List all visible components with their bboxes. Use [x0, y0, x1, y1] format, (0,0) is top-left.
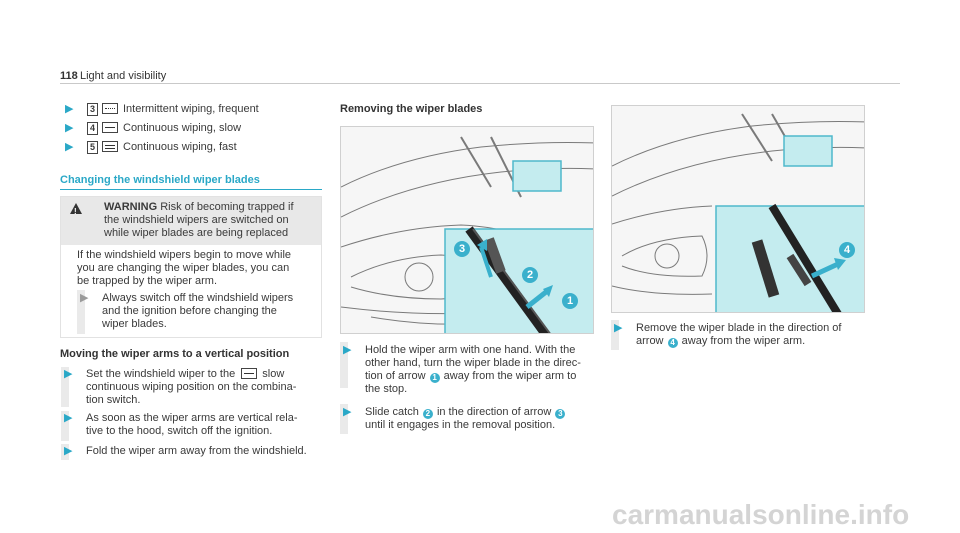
warning-box	[60, 196, 322, 338]
callout-1: 1	[561, 293, 579, 309]
step-arrow-icon: ▶	[614, 322, 623, 334]
step-text-pre: Set the windshield wiper to the	[86, 368, 236, 380]
continuous-slow-icon	[241, 368, 258, 379]
step-text: until it engages in the removal position…	[365, 419, 556, 431]
callout-4: 4	[838, 242, 856, 258]
step-arrow-icon: ▶	[64, 412, 73, 424]
section-title: Light and visibility	[80, 70, 167, 82]
list-item: ▶ Fold the wiper arm away from the winds…	[64, 445, 307, 458]
step-bar	[340, 342, 348, 388]
list-item: ▶ Slide catch 2 in the direction of arro…	[343, 406, 595, 432]
step-bar	[61, 411, 69, 441]
header-rule	[60, 83, 900, 84]
page-number: 118	[60, 70, 78, 82]
warning-triangle-icon: !	[70, 203, 82, 216]
step-bar	[77, 290, 85, 334]
step-text: Remove the wiper blade in the direction …	[636, 322, 842, 347]
step-bar	[61, 367, 69, 407]
position-key: 4	[87, 122, 98, 135]
step-bar	[340, 404, 348, 434]
position-key: 3	[87, 103, 98, 116]
step-bar	[611, 320, 619, 350]
position-key: 5	[87, 141, 98, 154]
warning-body: the windshield wipers are switched on wh…	[104, 214, 289, 239]
step-text-rest: continuous wiping position on the combin…	[86, 381, 297, 406]
warning-lead-text: Risk of becoming trapped if	[160, 201, 294, 213]
callout-ref: 2	[422, 409, 433, 419]
car-illustration	[341, 136, 593, 333]
list-item: ▶ 3 Intermittent wiping, frequent	[65, 103, 259, 116]
list-item: ▶ As soon as the wiper arms are vertical…	[64, 412, 298, 438]
watermark: carmanualsonline.info	[612, 499, 910, 530]
step-arrow-icon: ▶	[65, 122, 74, 134]
step-text: Fold the wiper arm away from the windshi…	[86, 445, 307, 457]
step-text: Intermittent wiping, frequent	[123, 103, 259, 115]
step-arrow-icon: ▶	[65, 103, 74, 115]
step-arrow-icon: ▶	[80, 292, 89, 304]
step-arrow-icon: ▶	[64, 445, 73, 457]
step-bar	[61, 444, 69, 460]
callout-ref: 4	[667, 338, 678, 348]
step-text: As soon as the wiper arms are vertical r…	[86, 412, 298, 437]
list-item: ▶ Hold the wiper arm with one hand. With…	[343, 344, 595, 396]
wiper-removal-figure-right: 4	[611, 105, 865, 313]
wiper-removal-figure-left: 3 2 1	[340, 126, 594, 334]
list-item: ▶ 5 Continuous wiping, fast	[65, 141, 237, 154]
step-arrow-icon: ▶	[343, 406, 352, 418]
step-text: away from the wiper arm to the stop.	[365, 370, 577, 395]
callout-2: 2	[521, 267, 539, 283]
warning-title: WARNING	[104, 201, 158, 213]
list-item: ▶ Always switch off the windshield wiper…	[80, 292, 293, 331]
callout-3: 3	[453, 241, 471, 257]
warning-step-text: Always switch off the windshield wipers …	[102, 292, 294, 330]
step-text: Slide catch	[365, 406, 419, 418]
warning-lead: WARNING Risk of becoming trapped if	[104, 201, 314, 214]
heading-rule	[60, 189, 322, 190]
step-arrow-icon: ▶	[64, 368, 73, 380]
step-text: Continuous wiping, fast	[123, 141, 237, 153]
callout-ref: 3	[555, 409, 566, 419]
step-text: away from the wiper arm.	[681, 335, 806, 347]
step-text-post: slow	[262, 368, 285, 380]
list-item: ▶ Remove the wiper blade in the directio…	[614, 322, 866, 348]
section-heading-moving: Moving the wiper arms to a vertical posi…	[60, 348, 290, 360]
step-arrow-icon: ▶	[65, 141, 74, 153]
car-illustration	[612, 113, 864, 312]
warning-header	[61, 197, 321, 245]
warning-paragraph: If the windshield wipers begin to move w…	[77, 249, 292, 287]
step-text: Continuous wiping, slow	[123, 122, 242, 134]
section-heading-changing: Changing the windshield wiper blades	[60, 174, 260, 186]
list-item: ▶ Set the windshield wiper to the slow c…	[64, 368, 296, 407]
intermittent-frequent-icon	[102, 103, 118, 114]
step-text: Hold the wiper arm with one hand. With t…	[365, 344, 581, 382]
section-heading-removing: Removing the wiper blades	[340, 103, 483, 115]
step-text: in the direction of arrow	[436, 406, 552, 418]
callout-ref: 1	[429, 373, 440, 383]
continuous-fast-icon	[102, 141, 118, 152]
step-arrow-icon: ▶	[343, 344, 352, 356]
continuous-slow-icon	[102, 122, 118, 133]
list-item: ▶ 4 Continuous wiping, slow	[65, 122, 241, 135]
